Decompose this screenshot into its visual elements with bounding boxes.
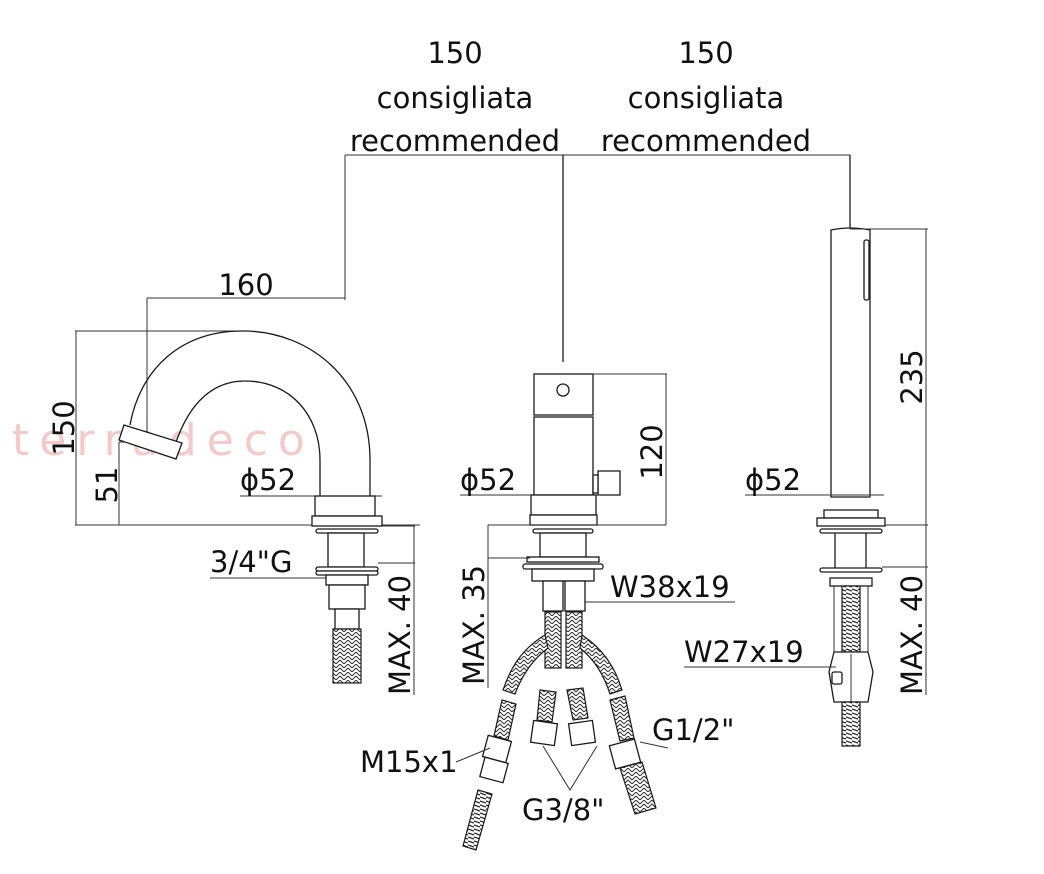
mixer-nut-label: W38x19 <box>610 570 730 604</box>
dim-left-value: 150 <box>427 36 482 70</box>
hose-g12-lower <box>619 761 657 815</box>
hs-washer-lower <box>819 567 883 573</box>
mixer-plate <box>522 563 604 570</box>
hs-spring-hose-lower <box>841 701 861 747</box>
mixer-base-plate <box>529 514 598 526</box>
dim-right-line2: recommended <box>601 124 811 158</box>
height-label: 150 <box>47 400 81 455</box>
mixer-shank <box>539 532 587 558</box>
spout-inner-curve <box>174 380 321 496</box>
hs-spring-hose-upper <box>841 585 861 653</box>
flexible-m15-hose <box>462 789 493 851</box>
dim-left-line2: recommended <box>350 124 560 158</box>
spout-outer-curve <box>129 330 371 496</box>
mixer-height-label: 120 <box>635 424 669 479</box>
top-dimension-group: 150 consigliata recommended 150 consigli… <box>344 36 851 362</box>
max-thickness-label: MAX. 40 <box>383 575 417 695</box>
hs-max-label: MAX. 40 <box>895 575 929 695</box>
spout-fixture: 160 150 51 ϕ52 3/4"G MAX. 40 <box>47 268 420 695</box>
hose-g38-right <box>566 687 589 721</box>
mixer-serrated-washer <box>526 556 600 563</box>
reach-label: 160 <box>218 268 273 302</box>
spout-outlet <box>118 424 183 460</box>
lock-nut <box>325 574 369 586</box>
hs-lock-nut <box>829 577 873 587</box>
hs-base-plate <box>816 517 886 527</box>
handshower-body <box>830 227 871 498</box>
mixer-nut <box>531 568 595 582</box>
spout-base-plate <box>311 515 383 527</box>
diameter-label: ϕ52 <box>240 463 296 497</box>
spout-collar <box>314 495 376 517</box>
center-hose-right <box>565 611 583 669</box>
hose-g12-upper <box>609 695 635 742</box>
handshower-button <box>863 239 870 301</box>
outer-hose-right <box>579 633 623 695</box>
hose-fitting-right <box>564 580 586 612</box>
hs-collar <box>823 509 879 519</box>
g38-nut-right <box>567 719 597 747</box>
braided-hose <box>332 628 362 684</box>
m15-hex <box>479 756 509 784</box>
m15-leader <box>455 747 491 763</box>
hose-ferrule <box>334 608 360 630</box>
g38-leader <box>542 745 598 791</box>
hs-height-label: 235 <box>895 349 929 404</box>
hose-m15-upper <box>493 699 517 741</box>
hs-washer <box>819 528 883 534</box>
dim-left-line1: consigliata <box>377 81 534 115</box>
outer-hose-left <box>502 634 549 695</box>
g12-label: G1/2" <box>652 713 734 747</box>
g12-leader <box>639 741 669 749</box>
g38-nut-left <box>529 719 559 747</box>
mixer-max-label: MAX. 35 <box>457 565 491 685</box>
hs-nut-label: W27x19 <box>684 635 804 669</box>
outlet-height-label: 51 <box>90 467 124 504</box>
hose-g38-left <box>536 689 557 723</box>
mixer-diameter-label: ϕ52 <box>460 463 516 497</box>
handshower-fixture: 235 ϕ52 W27x19 MAX. 40 <box>684 227 929 747</box>
center-hose-left <box>544 611 562 669</box>
mixer-collar <box>530 494 597 516</box>
m15-label: M15x1 <box>360 745 458 779</box>
dim-right-value: 150 <box>678 36 733 70</box>
hex-fitting <box>328 584 366 610</box>
hose-fitting-left <box>542 580 564 612</box>
knob-stem <box>592 474 599 494</box>
threaded-shank <box>327 532 365 568</box>
weight-clip <box>831 671 843 685</box>
mixer-body <box>533 416 594 496</box>
handle-indicator <box>556 383 570 397</box>
dim-right-line1: consigliata <box>628 81 785 115</box>
g38-label: G3/8" <box>522 793 604 827</box>
diverter-knob <box>597 470 621 496</box>
thread-label: 3/4"G <box>210 545 292 579</box>
mixer-fixture: 120 ϕ52 W38x19 MAX. 35 <box>360 373 735 851</box>
hs-diameter-label: ϕ52 <box>745 463 801 497</box>
